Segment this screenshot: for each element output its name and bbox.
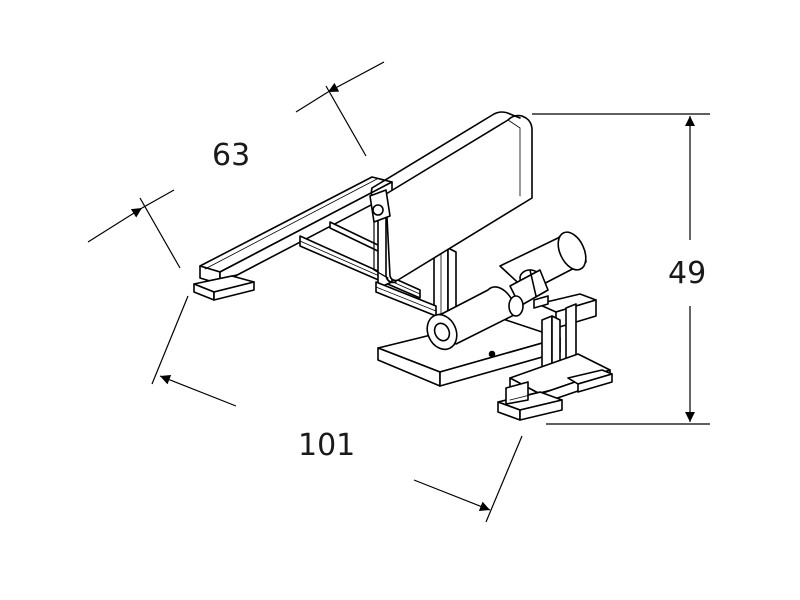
- dimension-length: [151, 295, 523, 523]
- dimension-depth: [87, 61, 385, 269]
- bench-illustration: [193, 111, 613, 421]
- rear-foot-pad: [567, 369, 613, 393]
- dimension-label-depth: 63: [212, 138, 250, 173]
- left-foot-pad: [193, 273, 255, 301]
- dimension-height: [532, 113, 710, 425]
- dimension-arrow: [327, 61, 385, 93]
- base-plate: [377, 317, 561, 387]
- right-foot-pad: [497, 381, 563, 421]
- roller-hub: [508, 269, 549, 317]
- extension-line: [485, 435, 523, 523]
- dimension-label-height: 49: [668, 256, 706, 291]
- dimension-label-length: 101: [298, 428, 355, 463]
- extension-line: [139, 197, 181, 269]
- back-pad: [369, 111, 533, 284]
- extension-line: [151, 295, 189, 385]
- dimension-arrow: [87, 207, 143, 243]
- dimension-arrow: [159, 375, 237, 407]
- dimension-arrow: [413, 479, 491, 511]
- extension-line: [325, 85, 367, 157]
